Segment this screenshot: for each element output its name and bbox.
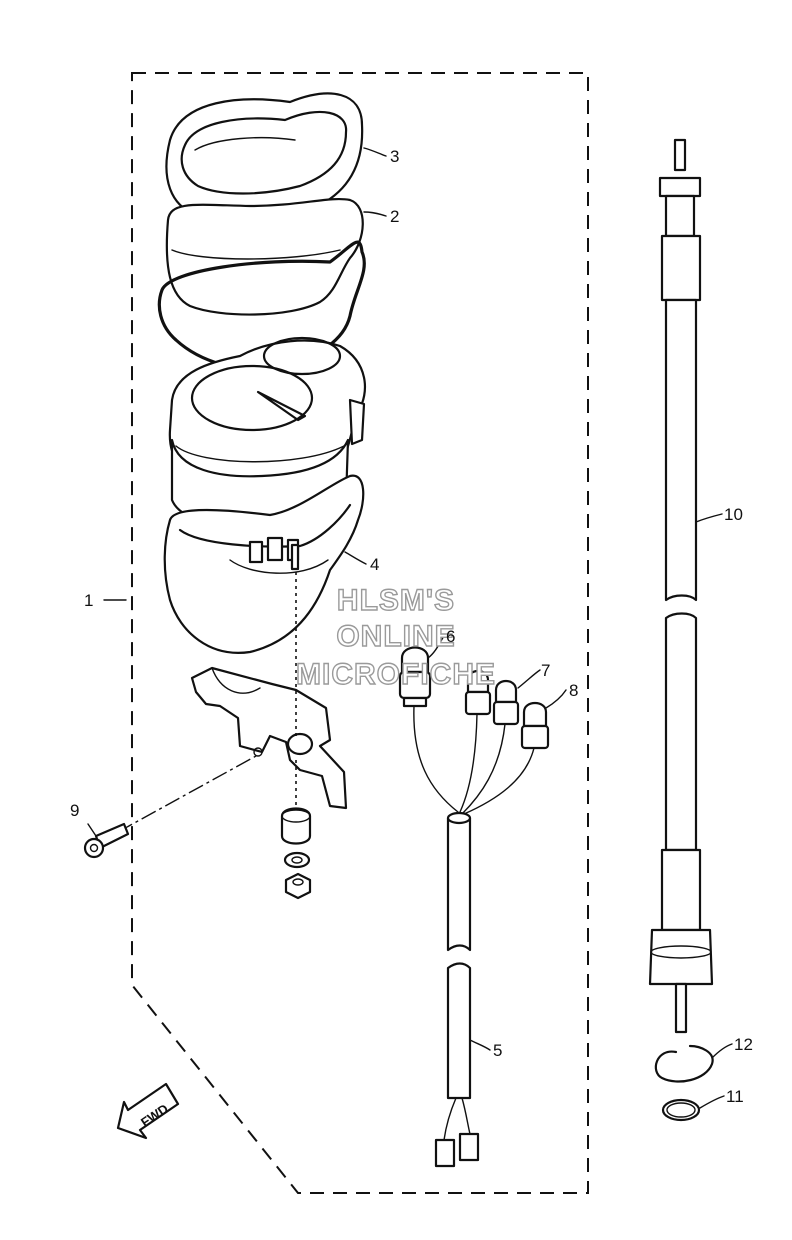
back-cover-part-4 [163,474,365,654]
o-ring [157,240,366,372]
washer-hole [291,856,303,864]
callout-8: 8 [569,681,578,700]
callout-10: 10 [724,505,743,524]
washer [283,851,311,869]
wire-leads [413,705,535,815]
bulb-part-6 [398,646,432,708]
callout-12: 12 [734,1035,753,1054]
nut [284,872,312,900]
watermark-line-1: HLSM'S [337,584,455,617]
callout-2: 2 [390,207,399,226]
cable-part-10 [648,138,714,1034]
bulb-part-7 [464,669,492,716]
callout-1: 1 [84,591,93,610]
bulb-part-8 [520,701,550,750]
callout-7: 7 [541,661,550,680]
leader-lines [87,147,733,1109]
watermark: HLSM'S ONLINE MICROFICHE [295,583,496,691]
assembly-boundary [131,72,589,1194]
mounting-bracket [190,666,348,810]
watermark-line-2: ONLINE [336,620,455,653]
callout-6: 6 [446,627,455,646]
bulb-part-7b [492,679,520,726]
watermark-line-3: MICROFICHE [296,658,496,691]
clip-part-12 [654,1044,714,1083]
callout-3: 3 [390,147,399,166]
callout-4: 4 [370,555,379,574]
callout-9: 9 [70,801,79,820]
callout-5: 5 [493,1041,502,1060]
oring-part-11-inner [666,1102,696,1118]
fwd-arrow-icon: FWD [116,1082,180,1140]
harness-part-5 [434,811,480,1168]
oring-part-11 [661,1098,701,1122]
cover-part-2 [165,197,364,316]
grommet [280,807,312,845]
callout-11: 11 [726,1087,744,1106]
bolt-axis-line [117,755,257,833]
bolt-part-9 [83,822,130,859]
